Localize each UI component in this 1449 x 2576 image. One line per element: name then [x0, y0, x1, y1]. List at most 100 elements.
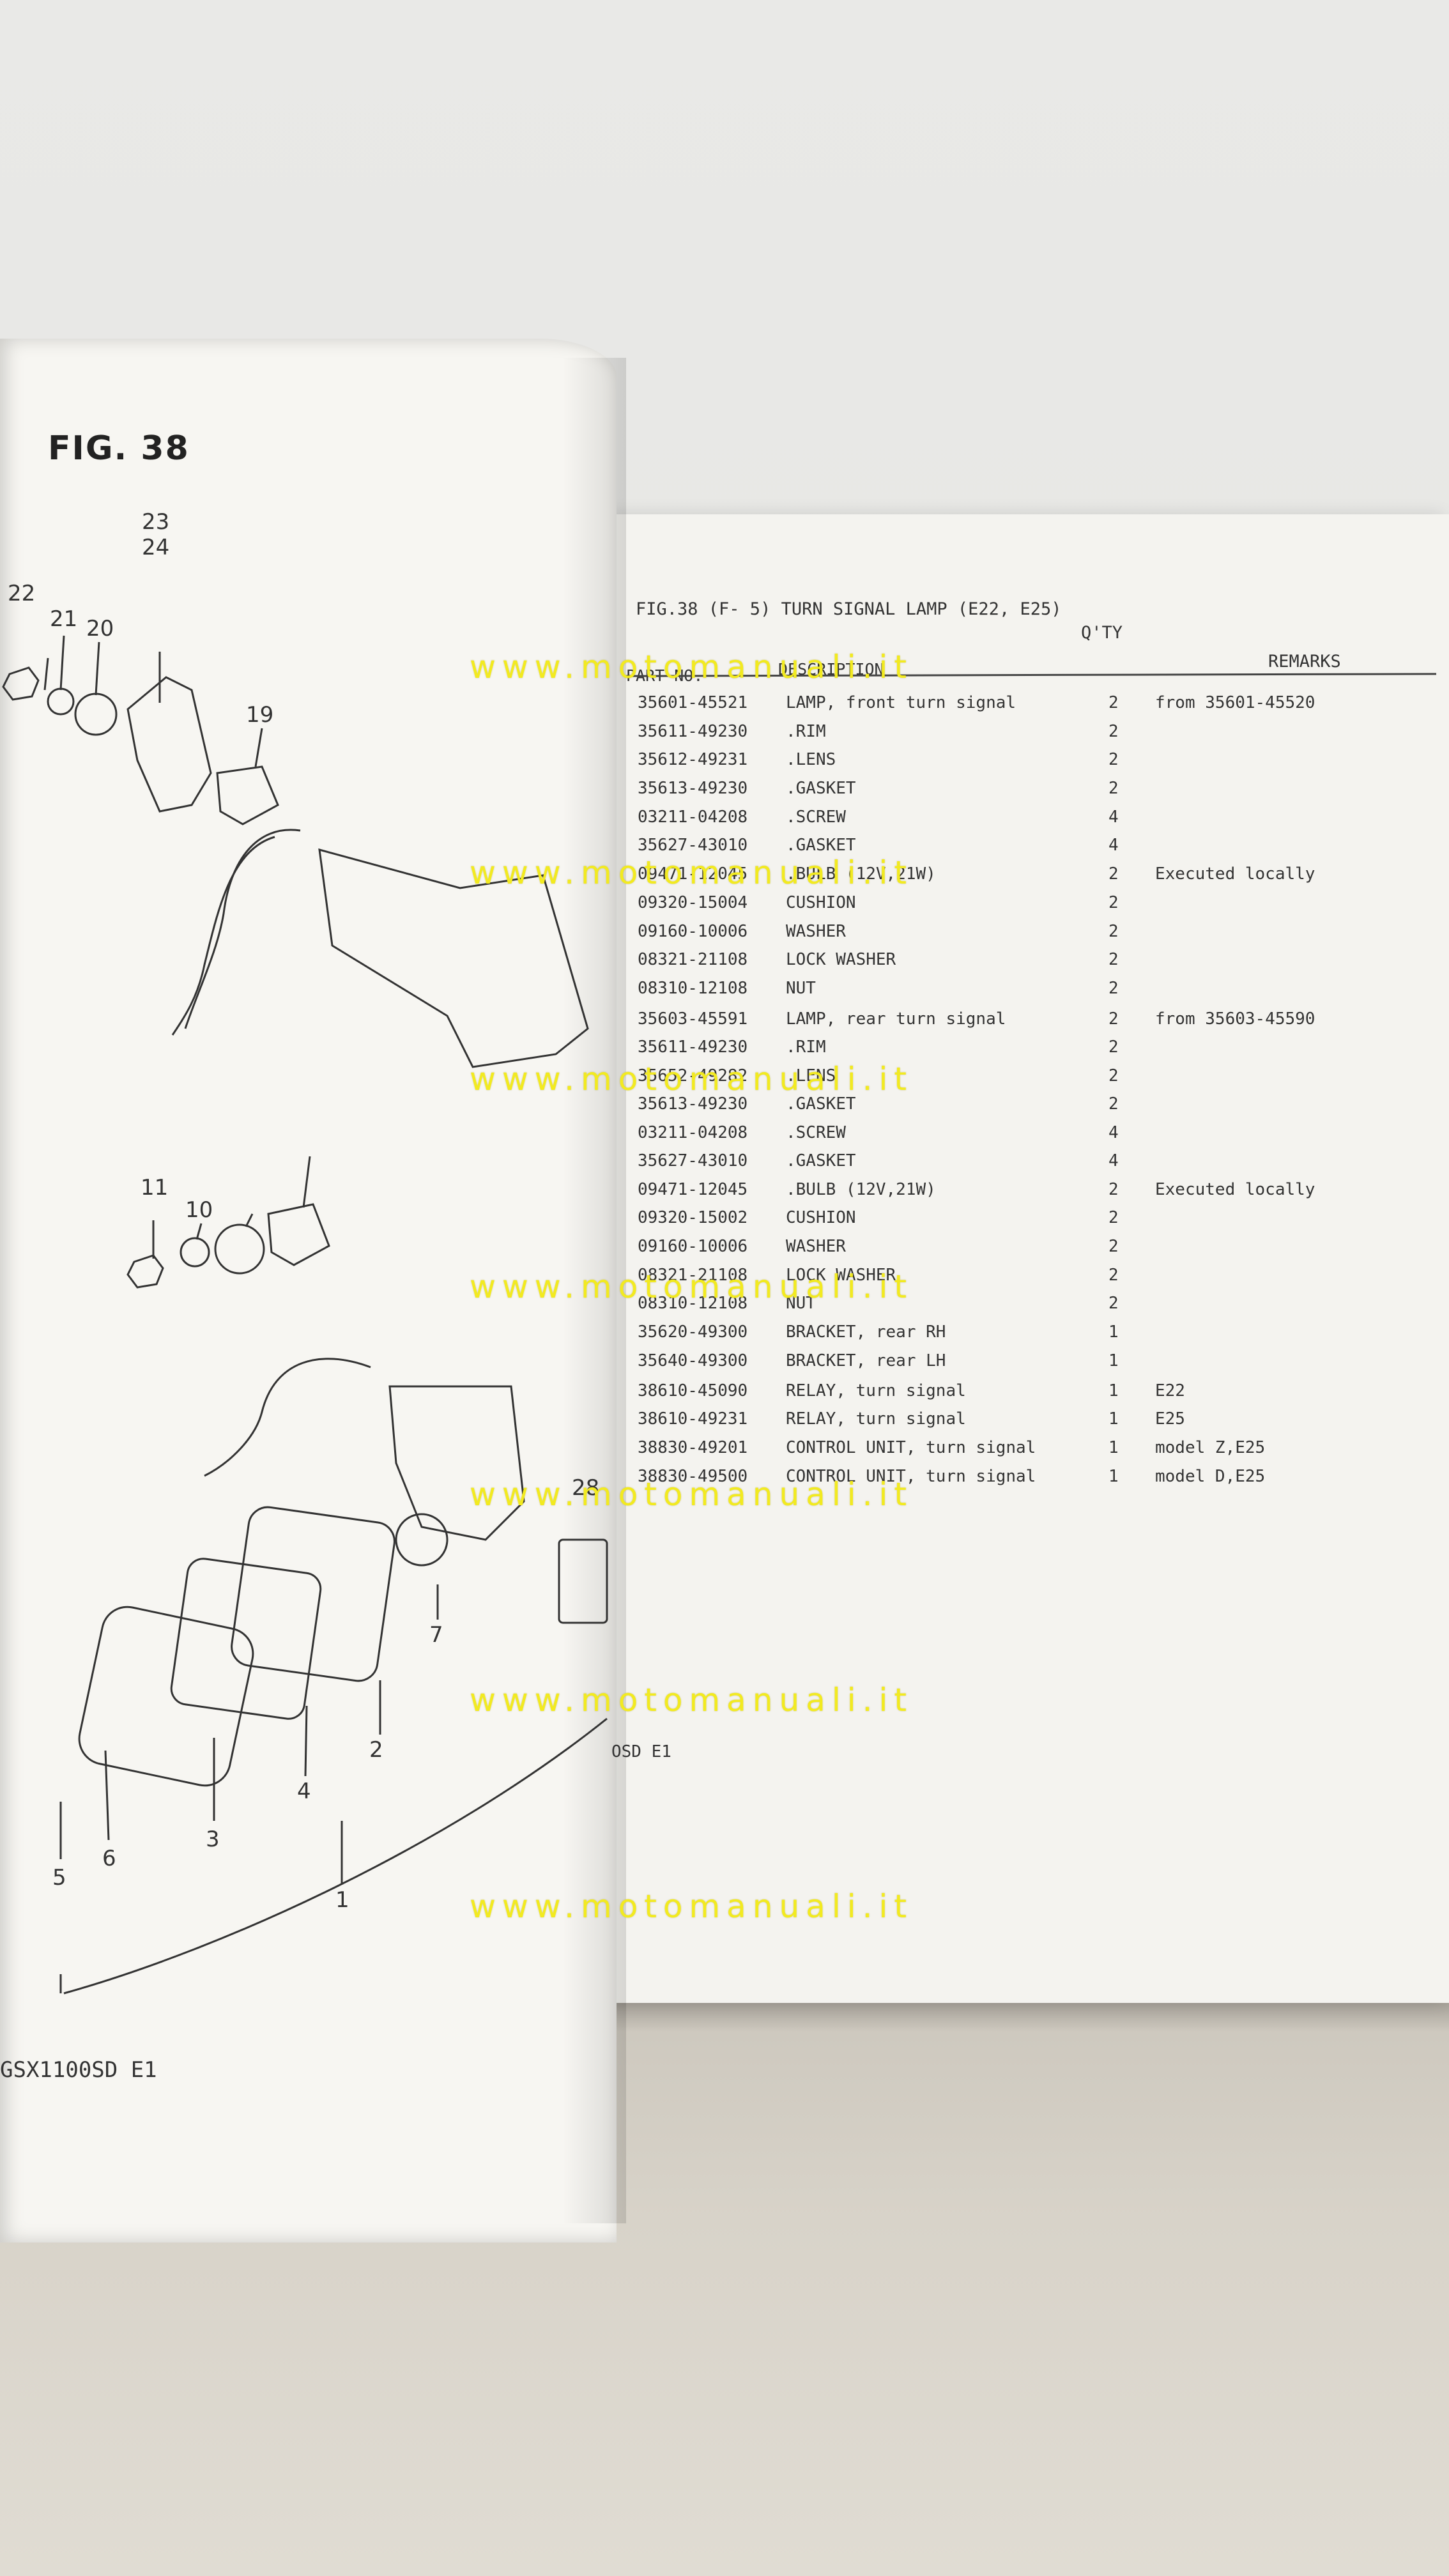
quantity-cell: 2	[1108, 1038, 1119, 1057]
watermark: www.motomanuali.it	[470, 1476, 914, 1513]
part-number-cell: 08310-12108	[638, 979, 748, 998]
quantity-cell: 2	[1108, 750, 1119, 769]
part-number-cell: 35627-43010	[638, 836, 748, 855]
remarks-cell: model Z,E25	[1155, 1438, 1266, 1457]
quantity-cell: 2	[1108, 1066, 1119, 1085]
page-gutter	[562, 358, 626, 2223]
quantity-cell: 2	[1108, 1294, 1119, 1313]
lamp-wire	[204, 1358, 371, 1477]
quantity-cell: 4	[1108, 1151, 1119, 1170]
quantity-cell: 4	[1108, 1123, 1119, 1142]
part-number-cell: 35640-49300	[638, 1351, 748, 1370]
description-cell: LOCK WASHER	[786, 950, 896, 969]
part-number-cell: 35613-49230	[638, 1094, 748, 1114]
quantity-cell: 4	[1108, 808, 1119, 827]
description-cell: WASHER	[786, 1237, 846, 1256]
description-cell: .LENS	[786, 1066, 836, 1085]
description-cell: .GASKET	[786, 779, 856, 798]
description-cell: .SCREW	[786, 808, 846, 827]
qty-column-header: Q'TY	[1081, 623, 1123, 643]
quantity-cell: 1	[1108, 1322, 1119, 1342]
leader-line	[302, 1156, 311, 1208]
remarks-cell: model D,E25	[1155, 1467, 1266, 1486]
part-number-cell: 35603-45591	[638, 1009, 748, 1029]
rim-part	[170, 1558, 322, 1720]
description-cell: RELAY, turn signal	[786, 1409, 966, 1429]
right-page	[610, 514, 1449, 2003]
leader-line	[95, 641, 100, 696]
remarks-cell: from 35603-45590	[1155, 1009, 1315, 1029]
description-cell: .BULB (12V,21W)	[786, 864, 936, 884]
callout-label: 19	[246, 702, 273, 728]
part-number-cell: 09471-12045	[638, 1180, 748, 1199]
part-number-cell: 35652-49282	[638, 1066, 748, 1085]
description-cell: .SCREW	[786, 1123, 846, 1142]
quantity-cell: 2	[1108, 922, 1119, 941]
callout-label: 20	[86, 616, 114, 641]
cushion-part	[216, 765, 279, 825]
part-number-cell: 09320-15004	[638, 893, 748, 912]
remarks-cell: Executed locally	[1155, 1180, 1315, 1199]
quantity-cell: 2	[1108, 1094, 1119, 1114]
callout-label: 21	[50, 606, 77, 632]
bracket-part	[126, 676, 212, 813]
description-cell: LAMP, front turn signal	[786, 693, 1016, 712]
cushion-part	[267, 1203, 330, 1266]
washer-part	[47, 687, 75, 716]
callout-label: 5	[52, 1865, 66, 1890]
description-cell: CONTROL UNIT, turn signal	[786, 1467, 1036, 1486]
leader-line	[43, 657, 49, 691]
leader-line	[245, 1213, 254, 1227]
part-number-cell: 09160-10006	[638, 1237, 748, 1256]
description-cell: WASHER	[786, 922, 846, 941]
part-number-cell: 03211-04208	[638, 1123, 748, 1142]
rear-lamp-body	[388, 1385, 525, 1541]
gasket-part	[231, 1506, 395, 1682]
description-cell: .GASKET	[786, 836, 856, 855]
quantity-cell: 1	[1108, 1381, 1119, 1400]
quantity-cell: 2	[1108, 950, 1119, 969]
quantity-cell: 2	[1108, 1266, 1119, 1285]
leader-line	[104, 1750, 110, 1841]
description-cell: NUT	[786, 1294, 816, 1313]
watermark: www.motomanuali.it	[470, 1061, 914, 1098]
washer-part	[180, 1237, 210, 1268]
watermark: www.motomanuali.it	[470, 1888, 914, 1925]
callout-label: 24	[142, 535, 169, 560]
part-number-cell: 09160-10006	[638, 922, 748, 941]
callout-label: 1	[335, 1887, 349, 1913]
leader-line	[254, 728, 263, 767]
frame-line	[63, 1717, 608, 1995]
nut-part	[126, 1254, 164, 1289]
part-number-cell: 38610-45090	[638, 1381, 748, 1400]
watermark: www.motomanuali.it	[470, 1268, 914, 1305]
remarks-column-header: REMARKS	[1268, 652, 1341, 671]
part-number-cell: 35620-49300	[638, 1322, 748, 1342]
part-number-cell: 35601-45521	[638, 693, 748, 712]
part-number-cell: 38830-49201	[638, 1438, 748, 1457]
exploded-parts-diagram: 22 21 20 23 24 19 11 10 9 9 8 7 2 4 3 6 …	[2, 509, 608, 1995]
description-cell: NUT	[786, 979, 816, 998]
left-page	[0, 339, 617, 2242]
callout-label: 6	[102, 1846, 116, 1871]
callout-label: 2	[369, 1737, 383, 1763]
relay-part	[558, 1538, 608, 1624]
description-cell: .BULB (12V,21W)	[786, 1180, 936, 1199]
quantity-cell: 2	[1108, 1180, 1119, 1199]
front-lamp-body	[318, 848, 589, 1068]
callout-label: 23	[142, 509, 169, 535]
part-number-cell: 08310-12108	[638, 1294, 748, 1313]
watermark: www.motomanuali.it	[470, 648, 914, 686]
lamp-wire	[184, 829, 301, 1029]
description-cell: LAMP, rear turn signal	[786, 1009, 1006, 1029]
part-number-cell: 35611-49230	[638, 722, 748, 741]
description-cell: CUSHION	[786, 1208, 856, 1227]
quantity-cell: 2	[1108, 779, 1119, 798]
callout-label: 28	[572, 1475, 599, 1501]
lock-washer-part	[214, 1223, 265, 1275]
nut-part	[2, 666, 40, 701]
part-number-cell: 08321-21108	[638, 1266, 748, 1285]
remarks-cell: from 35601-45520	[1155, 693, 1315, 712]
part-number-cell: 03211-04208	[638, 808, 748, 827]
